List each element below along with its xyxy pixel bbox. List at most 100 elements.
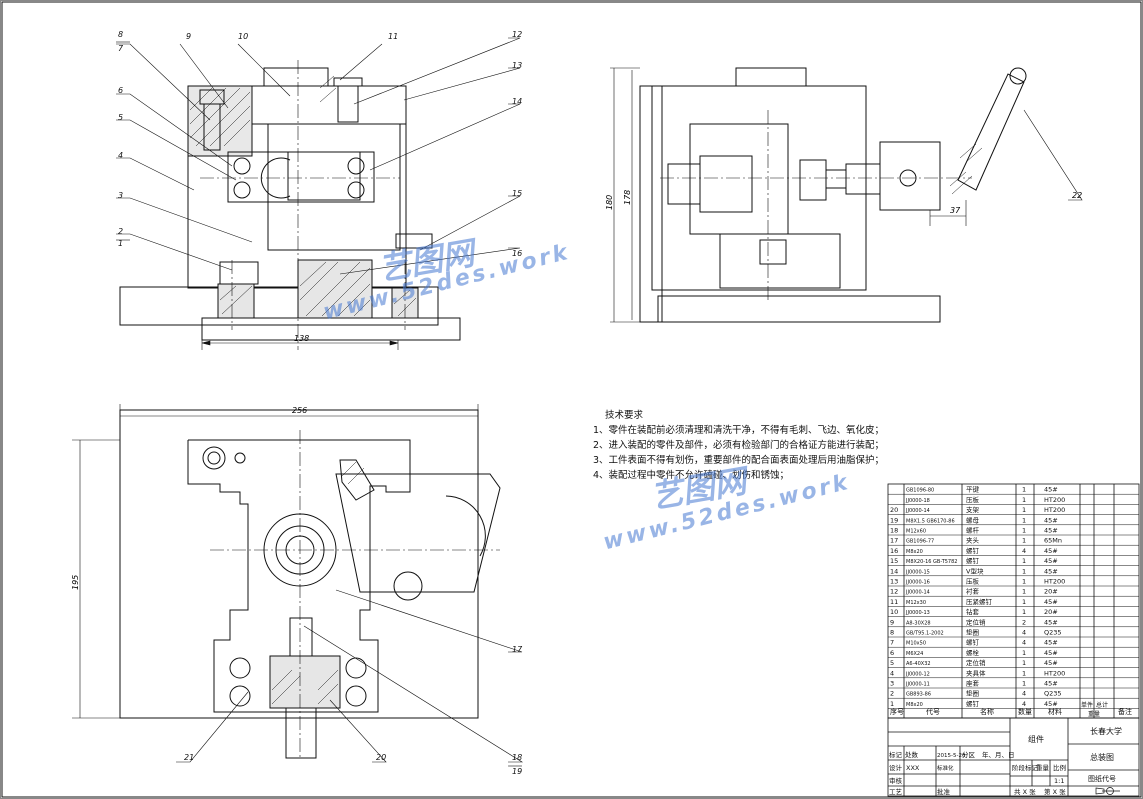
bom-cell-no: 15 <box>890 557 898 565</box>
dim-side-h2: 178 <box>623 190 632 205</box>
balloon-2: 2 <box>118 227 123 236</box>
tb-school: 长春大学 <box>1090 726 1122 736</box>
bom-cell-code: M8x20 <box>906 702 923 708</box>
bom-cell-qty: 1 <box>1022 680 1026 688</box>
bom-cell-qty: 1 <box>1022 588 1026 596</box>
bom-cell-qty: 4 <box>1022 639 1026 647</box>
bom-cell-code: M12x30 <box>906 600 926 606</box>
tb-audit: 审核 <box>889 776 903 785</box>
tb-date: 年、月、日 <box>982 750 1015 759</box>
bom-cell-name: 衬套 <box>966 587 980 596</box>
bom-cell-mat: HT200 <box>1044 496 1065 504</box>
side-centerlines <box>660 110 972 300</box>
tech-item-4: 4、装配过程中零件不允许磕碰、划伤和锈蚀； <box>593 470 790 481</box>
bom-header-no: 序号 <box>890 707 904 716</box>
balloon-16: 16 <box>512 249 522 258</box>
balloon-12: 12 <box>512 30 522 39</box>
bom-cell-qty: 4 <box>1022 629 1026 637</box>
bom-cell-no: 3 <box>890 680 894 688</box>
dim-side <box>610 67 1083 323</box>
bom-cell-no: 12 <box>890 588 898 596</box>
bom-cell-no: 9 <box>890 618 894 626</box>
bom-cell-mat: 45# <box>1044 618 1058 626</box>
bom-cell-code: GB1096-80 <box>906 488 934 494</box>
bom-cell-mat: 45# <box>1044 486 1058 494</box>
bom-cell-name: 压板 <box>966 495 980 504</box>
bom-cell-no: 1 <box>890 700 894 708</box>
bom-cell-code: JJ0000-12 <box>905 671 930 677</box>
balloon-8: 8 <box>118 30 123 39</box>
bom-cell-mat: 45# <box>1044 527 1058 535</box>
bom-cell-qty: 4 <box>1022 690 1026 698</box>
bom-cell-mat: 45# <box>1044 547 1058 555</box>
bom-cell-no: 18 <box>890 527 898 535</box>
bom-cell-code: JJ0000-14 <box>905 508 930 514</box>
balloon-11: 11 <box>388 32 398 41</box>
bom-header-remark: 备注 <box>1118 707 1132 716</box>
bom-cell-name: 螺钉 <box>966 546 980 555</box>
technical-requirements: 技术要求 1、零件在装配前必须清理和清洗干净，不得有毛刺、飞边、氧化皮； 2、进… <box>593 408 913 483</box>
top-hatching <box>271 461 365 705</box>
bom-cell-no: 14 <box>890 567 898 575</box>
bom-cell-qty: 1 <box>1022 557 1026 565</box>
bom-cell-mat: HT200 <box>1044 669 1065 677</box>
bom-cell-code: GB/T95.1-2002 <box>906 631 944 637</box>
tb-scale: 1:1 <box>1054 777 1064 785</box>
bom-cell-code: JJ0000-16 <box>905 580 930 586</box>
tech-item-1: 1、零件在装配前必须清理和清洗干净，不得有毛刺、飞边、氧化皮； <box>593 425 885 436</box>
bom-cell-mat: 45# <box>1044 700 1058 708</box>
bom-row: 20 JJ0000-14 支架 1 HT200 <box>890 505 1065 514</box>
bom-cell-code: JJ0000-15 <box>905 569 930 575</box>
bom-cell-name: 螺栓 <box>966 648 980 657</box>
bom-cell-name: 螺母 <box>966 515 980 524</box>
bom-cell-mat: Q235 <box>1044 629 1062 637</box>
bom-cell-code: M6X24 <box>906 651 923 657</box>
tb-design: 设计 <box>889 763 903 772</box>
bom-cell-code: A6-40X32 <box>906 661 931 667</box>
bom-cell-code: M8x20 <box>906 549 923 555</box>
balloon-18: 18 <box>512 753 522 762</box>
bom-cell-no: 13 <box>890 578 898 586</box>
balloon-21: 21 <box>184 753 194 762</box>
bom-cell-no: 20 <box>890 506 898 514</box>
balloon-1: 1 <box>118 239 123 248</box>
bom-cell-qty: 4 <box>1022 700 1026 708</box>
bom-cell-mat: HT200 <box>1044 506 1065 514</box>
tb-stage-mark: 阶段标记 <box>1012 763 1039 772</box>
dim-top <box>72 404 479 719</box>
bom-header-code: 代号 <box>926 707 940 716</box>
bom-cell-qty: 1 <box>1022 567 1026 575</box>
dim-top-height: 195 <box>71 575 80 590</box>
bom-cell-name: 支架 <box>966 505 980 514</box>
top-leaders <box>176 589 524 767</box>
bom-cell-mat: 45# <box>1044 649 1058 657</box>
dim-front-width <box>201 340 399 350</box>
bom-header-mat: 材料 <box>1048 707 1062 716</box>
balloon-20: 20 <box>376 753 386 762</box>
bom-cell-no: 8 <box>890 629 894 637</box>
bom-cell-code: GB1096-77 <box>906 539 934 545</box>
bom-cell-name: 平键 <box>966 485 980 494</box>
bom-cell-qty: 1 <box>1022 578 1026 586</box>
bom-cell-mat: 45# <box>1044 567 1058 575</box>
bom-cell-qty: 1 <box>1022 537 1026 545</box>
bom-cell-qty: 1 <box>1022 506 1026 514</box>
bom-cell-name: 钻套 <box>966 607 980 616</box>
bom-cell-code: A8-30X28 <box>906 620 931 626</box>
top-view <box>119 409 501 759</box>
bom-cell-qty: 1 <box>1022 486 1026 494</box>
bom-cell-no: 17 <box>890 537 898 545</box>
balloon-6: 6 <box>118 86 123 95</box>
bom-header-qty: 数量 <box>1018 707 1032 716</box>
